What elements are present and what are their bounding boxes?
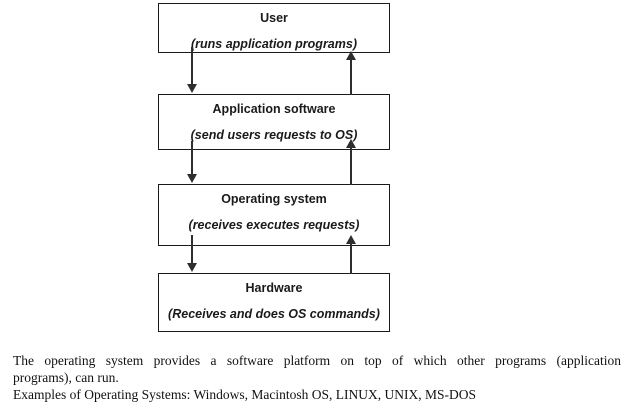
layer-box-hardware: Hardware (Receives and does OS commands) xyxy=(158,273,390,332)
arrow-head-up-icon xyxy=(346,235,356,244)
up-arrow-hardware-to-os xyxy=(346,235,356,274)
layer-title: Hardware xyxy=(245,281,303,295)
layer-subtitle: (Receives and does OS commands) xyxy=(168,307,380,321)
arrow-shaft xyxy=(191,47,193,85)
caption-line-3: Examples of Operating Systems: Windows, … xyxy=(13,387,477,402)
layer-box-user: User (runs application programs) xyxy=(158,3,390,53)
caption-line-1: The operating system provides a software… xyxy=(13,353,621,368)
arrow-head-down-icon xyxy=(187,174,197,183)
arrow-head-up-icon xyxy=(346,139,356,148)
up-arrow-os-to-application xyxy=(346,139,356,185)
arrow-shaft xyxy=(191,235,193,264)
layer-title: Operating system xyxy=(221,192,327,206)
layer-title: User xyxy=(260,11,288,25)
arrow-shaft xyxy=(350,147,352,185)
layer-subtitle: (runs application programs) xyxy=(191,37,357,51)
arrow-head-down-icon xyxy=(187,84,197,93)
arrow-shaft xyxy=(350,59,352,95)
down-arrow-user-to-application xyxy=(187,47,197,93)
arrow-head-up-icon xyxy=(346,51,356,60)
layer-subtitle: (receives executes requests) xyxy=(188,218,360,232)
caption-text: The operating system provides a software… xyxy=(13,352,621,403)
down-arrow-application-to-os xyxy=(187,141,197,183)
arrow-shaft xyxy=(191,141,193,175)
layer-subtitle: (send users requests to OS) xyxy=(190,128,358,142)
down-arrow-os-to-hardware xyxy=(187,235,197,272)
up-arrow-application-to-user xyxy=(346,51,356,95)
caption-line-2: programs), can run. xyxy=(13,370,119,385)
arrow-head-down-icon xyxy=(187,263,197,272)
layer-title: Application software xyxy=(212,102,336,116)
arrow-shaft xyxy=(350,243,352,274)
